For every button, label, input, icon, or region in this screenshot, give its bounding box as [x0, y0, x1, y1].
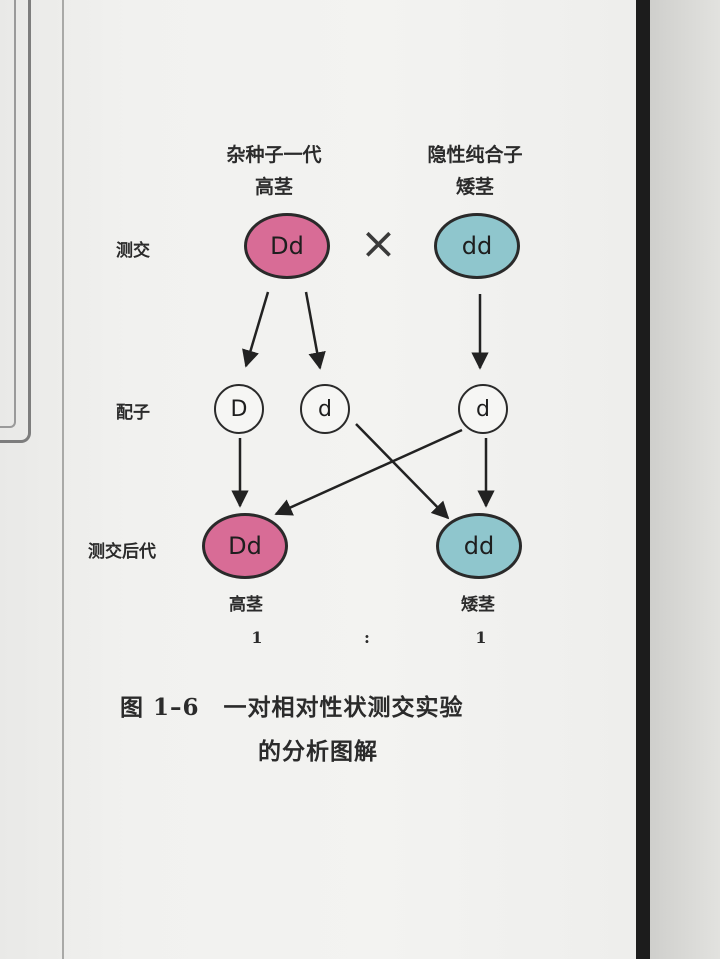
- gamete-D-circle: D: [214, 384, 264, 434]
- screen-bezel: [636, 0, 650, 959]
- header-left-line1: 杂种子一代: [226, 144, 322, 166]
- ratio-left: 1: [251, 628, 263, 647]
- header-left-line2: 高茎: [254, 176, 293, 198]
- row-label-gametes: 配子: [116, 403, 150, 423]
- parent-dd-circle: dd: [434, 213, 520, 279]
- ratio-separator: :: [364, 628, 370, 647]
- offspring-Dd-circle: Dd: [202, 513, 288, 579]
- arrow-parent1-to-gamete-d: [304, 291, 326, 370]
- margin-frame-inner: [0, 0, 16, 428]
- book-page: [0, 0, 636, 959]
- offspring-dd-circle: dd: [436, 513, 522, 579]
- arrow-parent1-to-gamete-D: [242, 291, 270, 368]
- gamete-d2-circle: d: [458, 384, 508, 434]
- row-label-offspring: 测交后代: [88, 542, 156, 562]
- margin-frame: [0, 0, 31, 443]
- cross-symbol: ×: [360, 218, 397, 269]
- phenotype-short: 矮茎: [461, 595, 495, 615]
- parent-Dd-circle: Dd: [244, 213, 330, 279]
- figure-caption-line1: 图 1–6 一对相对性状测交实验: [120, 694, 464, 721]
- arrow-gamete-d2-to-offspring-Dd: [274, 428, 463, 516]
- background-surface: [650, 0, 720, 959]
- figure-caption-line2: 的分析图解: [258, 738, 378, 765]
- arrow-gamete-d1-to-offspring-dd: [355, 423, 450, 520]
- header-right-line1: 隐性纯合子: [427, 144, 523, 166]
- ratio-right: 1: [475, 628, 487, 647]
- gamete-d-circle: d: [300, 384, 350, 434]
- margin-rule: [62, 0, 64, 959]
- row-label-testcross: 测交: [116, 241, 150, 261]
- phenotype-tall: 高茎: [229, 595, 263, 615]
- header-right-line2: 矮茎: [455, 176, 494, 198]
